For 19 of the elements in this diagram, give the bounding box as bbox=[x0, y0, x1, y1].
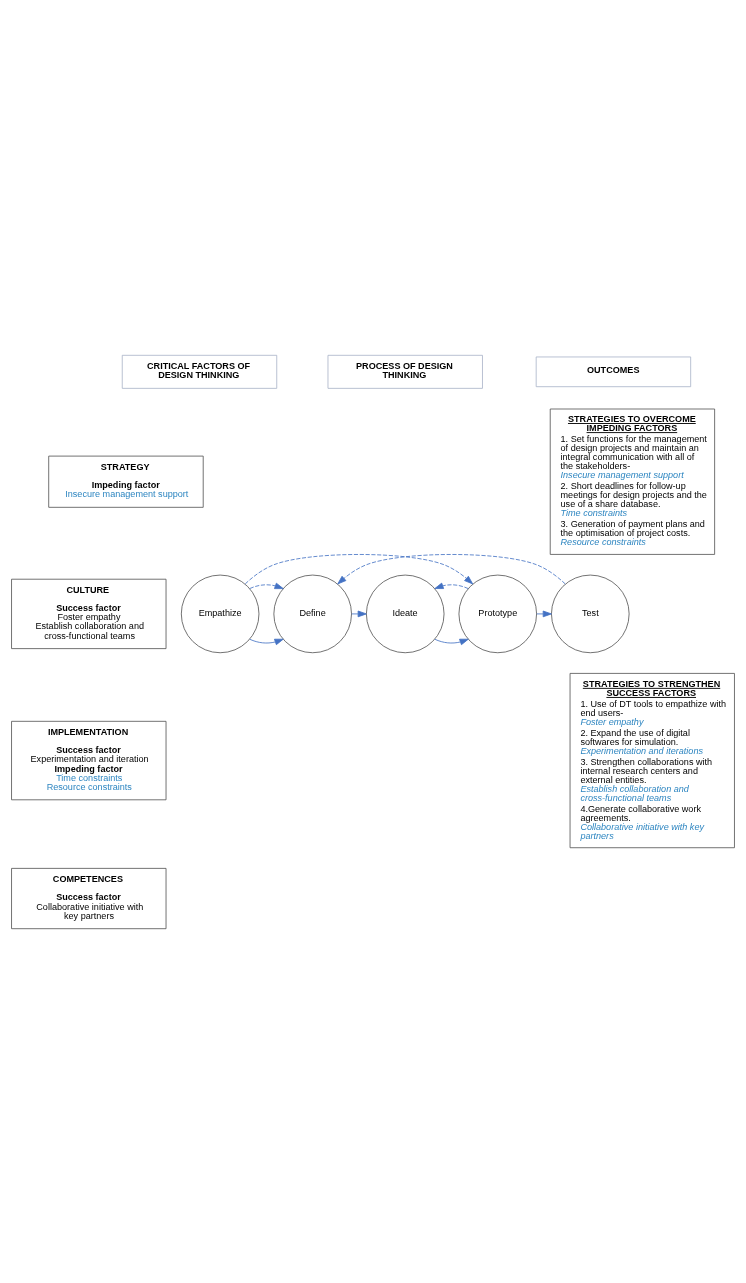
arrow bbox=[434, 638, 469, 645]
node-box: CULTURE Success factor Foster empathy Establish collaboration and cross-functional teams bbox=[11, 578, 167, 649]
node-circle: Empathize bbox=[180, 574, 260, 653]
arrow bbox=[244, 553, 474, 584]
node-box: OUTCOMES bbox=[535, 356, 692, 387]
node-box: STRATEGY Impeding factor Insecure management support bbox=[48, 455, 204, 508]
arrow bbox=[536, 610, 552, 617]
node-circle: Test bbox=[551, 574, 630, 653]
node-box: STRATEGIES TO STRENGTHEN SUCCESS FACTORS 1. Use of DT tools to empathize with end users- Foster empathy 2. Expand the use of digital softwares for simulation. Experimentation and iterations 3. Strengthen collaborations with internal research centers and external entities. Establish collaboration and cross-functional teams 4.Generate collaborative work agreements. Collaborative initiative with key partners bbox=[569, 672, 735, 848]
arrow bbox=[249, 638, 284, 645]
arrow bbox=[249, 582, 284, 589]
node-box: IMPLEMENTATION Success factor Experimentation and iteration Impeding factor Time constraints Resource constraints bbox=[11, 720, 167, 800]
node-box: STRATEGIES TO OVERCOME IMPEDING FACTORS 1. Set functions for the management of design projects and maintain an integral communication with all of the stakeholders- Insecure management support 2. Short deadlines for follow-up meetings for design projects and the use of a share database. Time constraints 3. Generation of payment plans and the optimisation of project costs. Resource constraints bbox=[549, 408, 716, 555]
arrow bbox=[337, 553, 566, 584]
node-box: CRITICAL FACTORS OF DESIGN THINKING bbox=[121, 354, 278, 389]
node-box: COMPETENCES Success factor Collaborative initiative with key partners bbox=[11, 867, 167, 929]
arrow bbox=[351, 610, 367, 617]
node-box: PROCESS OF DESIGN THINKING bbox=[327, 354, 483, 389]
arrow bbox=[434, 582, 469, 589]
